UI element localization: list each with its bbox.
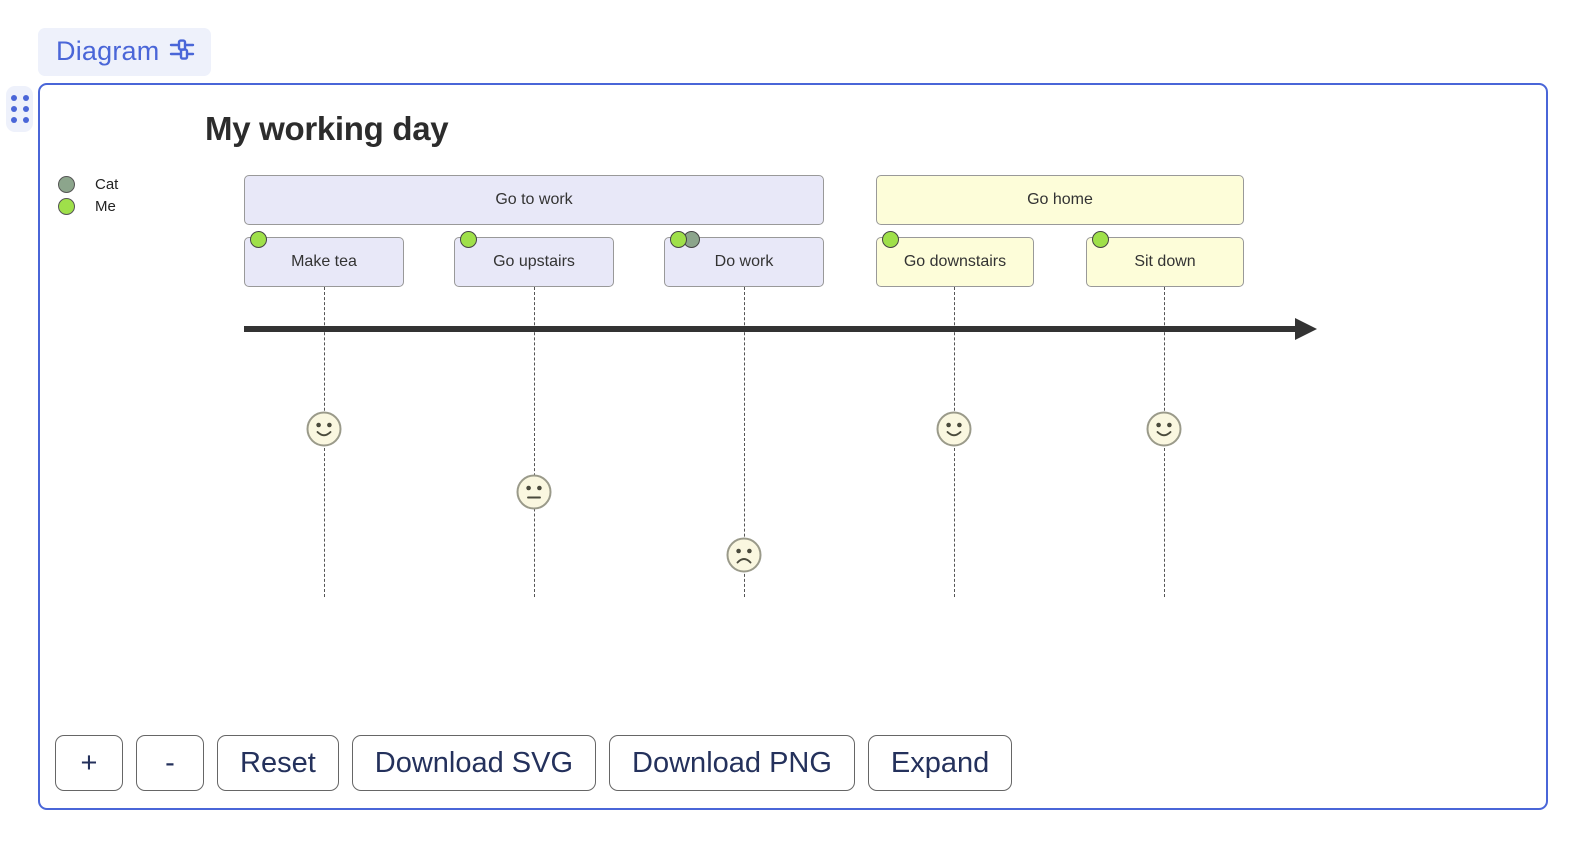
legend-label: Me — [95, 198, 116, 215]
actor-marker-me — [250, 231, 267, 248]
actor-marker-me — [460, 231, 477, 248]
download-png-button[interactable]: Download PNG — [609, 735, 855, 791]
timeline-axis — [244, 326, 1295, 332]
download-svg-button[interactable]: Download SVG — [352, 735, 596, 791]
event-box[interactable]: Make tea — [244, 237, 404, 287]
mood-face-sad-icon — [725, 536, 763, 574]
tab-diagram[interactable]: Diagram — [38, 28, 211, 76]
actor-marker-me — [1092, 231, 1109, 248]
mood-face-happy-icon — [305, 410, 343, 448]
actor-marker-me — [882, 231, 899, 248]
legend: CatMe — [58, 173, 118, 217]
event-box[interactable]: Go downstairs — [876, 237, 1034, 287]
legend-item-me: Me — [58, 195, 118, 217]
page-title: My working day — [205, 110, 448, 148]
legend-swatch-icon — [58, 198, 75, 215]
legend-swatch-icon — [58, 176, 75, 193]
event-dashed-line — [534, 287, 535, 597]
drag-dots-icon — [11, 95, 29, 123]
tab-bar: Diagram — [38, 28, 211, 78]
mood-face-happy-icon — [935, 410, 973, 448]
mood-face-happy-icon — [1145, 410, 1183, 448]
legend-item-cat: Cat — [58, 173, 118, 195]
drag-handle[interactable] — [6, 86, 33, 132]
expand-button[interactable]: Expand — [868, 735, 1012, 791]
event-box[interactable]: Sit down — [1086, 237, 1244, 287]
diagram-panel: My working day CatMe Go to work Go home M… — [38, 83, 1548, 810]
section-box[interactable]: Go home — [876, 175, 1244, 225]
actor-marker-me — [670, 231, 687, 248]
toolbar: +-ResetDownload SVGDownload PNGExpand — [55, 735, 1012, 791]
mood-face-neutral-icon — [515, 473, 553, 511]
zoom-out-button[interactable]: - — [136, 735, 204, 791]
zoom-in-button[interactable]: + — [55, 735, 123, 791]
timeline-arrow-icon — [1295, 318, 1317, 340]
reset-button[interactable]: Reset — [217, 735, 339, 791]
section-box[interactable]: Go to work — [244, 175, 824, 225]
tab-diagram-label: Diagram — [56, 35, 159, 67]
sliders-icon — [169, 37, 195, 66]
event-box[interactable]: Go upstairs — [454, 237, 614, 287]
diagram-canvas[interactable]: My working day CatMe Go to work Go home M… — [40, 85, 1548, 725]
legend-label: Cat — [95, 176, 118, 193]
